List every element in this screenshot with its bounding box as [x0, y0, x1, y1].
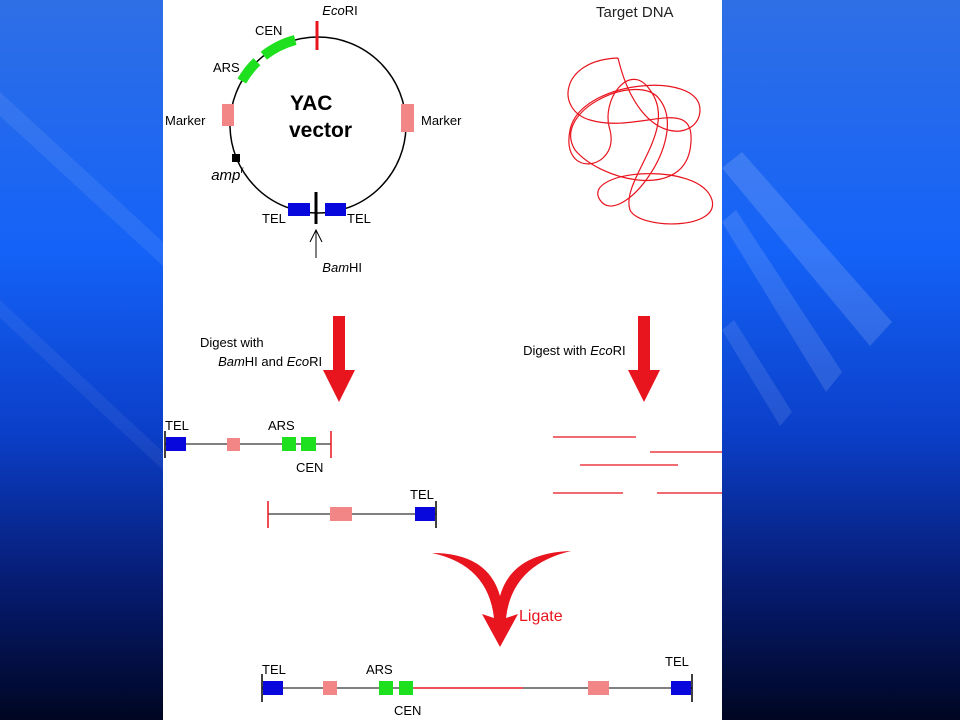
recombinant-tel-left-label: TEL: [262, 662, 286, 677]
ligation-label: Ligate: [519, 608, 563, 625]
digest-target-prefix: Digest with: [523, 343, 590, 358]
recombinant-yac: TEL ARS CEN TEL: [261, 654, 693, 718]
ars-label: ARS: [213, 60, 240, 75]
bamhi-pointer-head: [309, 228, 323, 243]
left-vector-arm: TEL ARS CEN: [164, 418, 332, 475]
tel-left-label: TEL: [262, 211, 286, 226]
digest-vector-enzyme1-roman: HI and: [245, 354, 287, 369]
tel-right-element: [325, 203, 346, 216]
tel-left-element: [288, 203, 310, 216]
right-vector-arm: TEL: [267, 487, 437, 528]
recombinant-tel-left: [263, 681, 283, 695]
background-stripes: [0, 92, 892, 470]
vector-title-line1: YAC: [290, 92, 332, 115]
ampr-label-italic: amp: [211, 167, 240, 184]
recombinant-tel-right-label: TEL: [665, 654, 689, 669]
content-panel: [163, 0, 722, 720]
marker-right-label: Marker: [421, 113, 462, 128]
bamhi-pointer-arrow: [309, 228, 323, 258]
ampr-label-superscript: r: [240, 165, 244, 176]
digest-vector-arrow: [323, 316, 355, 402]
cen-label: CEN: [255, 23, 282, 38]
digest-vector-enzyme2-roman: RI: [309, 354, 322, 369]
recombinant-marker-right: [588, 681, 609, 695]
ecori-label-italic: Eco: [322, 3, 344, 18]
yac-vector-ring: EcoRI CEN ARS Marker Marker YAC vector a…: [165, 3, 462, 275]
bamhi-label-italic: Bam: [322, 260, 349, 275]
ampr-label: ampr: [182, 160, 265, 184]
ampr-element: [232, 154, 240, 162]
bamhi-label: BamHI: [297, 260, 380, 275]
marker-right-element: [401, 104, 414, 132]
recombinant-cen-label: CEN: [394, 703, 421, 718]
target-dna-tangle: [567, 57, 713, 225]
right-arm-tel-label: TEL: [410, 487, 434, 502]
tel-right-label: TEL: [347, 211, 371, 226]
recombinant-cen: [399, 681, 413, 695]
marker-left-label: Marker: [165, 113, 206, 128]
background-stripe: [722, 320, 792, 426]
ars-element: [237, 58, 261, 84]
background-stripe: [722, 210, 842, 392]
target-dna: Target DNA: [567, 4, 713, 225]
digest-vector-enzyme1-italic: Bam: [218, 354, 245, 369]
bamhi-label-roman: HI: [349, 260, 362, 275]
recombinant-ars-label: ARS: [366, 662, 393, 677]
right-arm-tel: [415, 507, 435, 521]
digest-target-arrow: [628, 316, 660, 402]
digest-vector-label-line2: BamHI and EcoRI: [200, 354, 333, 369]
ecori-label: EcoRI: [297, 3, 376, 18]
left-arm-tel: [166, 437, 186, 451]
target-fragments: [553, 436, 722, 494]
ecori-label-roman: RI: [345, 3, 358, 18]
ligation-arrow: [432, 551, 571, 647]
digest-target-enzyme-italic: Eco: [590, 343, 612, 358]
marker-left-element: [222, 104, 234, 126]
vector-title-line2: vector: [289, 119, 352, 142]
left-arm-tel-label: TEL: [165, 418, 189, 433]
target-dna-label: Target DNA: [596, 4, 674, 21]
digest-vector-enzyme2-italic: Eco: [287, 354, 309, 369]
left-arm-cen: [301, 437, 316, 451]
left-arm-marker: [227, 438, 240, 451]
left-arm-cen-label: CEN: [296, 460, 323, 475]
left-arm-ars-label: ARS: [268, 418, 295, 433]
digest-target-enzyme-roman: RI: [613, 343, 626, 358]
digest-target-label: Digest with EcoRI: [505, 343, 637, 358]
background-stripe: [0, 92, 163, 266]
right-arm-marker: [330, 507, 352, 521]
recombinant-tel-right: [671, 681, 691, 695]
left-arm-ars: [282, 437, 296, 451]
background-stripe: [0, 300, 163, 470]
background-stripe: [722, 152, 892, 346]
recombinant-marker-left: [323, 681, 337, 695]
cen-element: [260, 35, 297, 60]
recombinant-ars: [379, 681, 393, 695]
digest-vector-label-line1: Digest with: [200, 335, 264, 350]
